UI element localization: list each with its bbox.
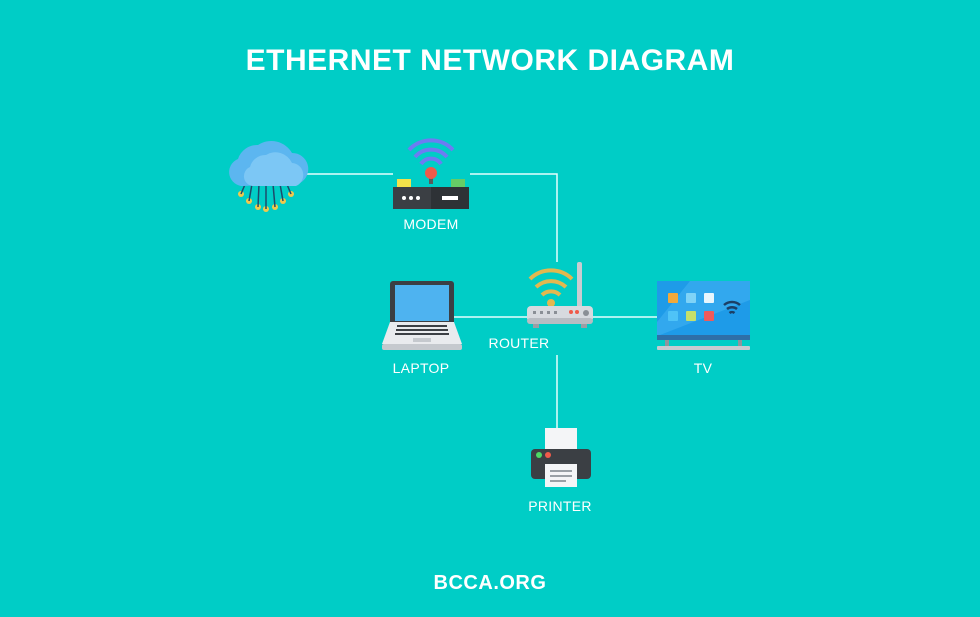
link-modem-router — [470, 173, 558, 262]
printer-icon — [531, 428, 591, 487]
router-icon — [527, 262, 593, 328]
footer-brand: BCCA.ORG — [433, 572, 547, 594]
diagram-title: ETHERNET NETWORK DIAGRAM — [245, 44, 735, 77]
laptop-label: LAPTOP — [392, 360, 450, 376]
modem-label: MODEM — [403, 216, 459, 232]
laptop-icon — [382, 281, 462, 350]
connection-lines — [302, 173, 657, 428]
cloud-icon — [229, 141, 309, 212]
modem-icon — [393, 138, 469, 209]
router-label: ROUTER — [488, 335, 550, 351]
tv-label: TV — [693, 360, 713, 376]
printer-label: PRINTER — [528, 498, 592, 514]
tv-icon — [657, 281, 750, 350]
